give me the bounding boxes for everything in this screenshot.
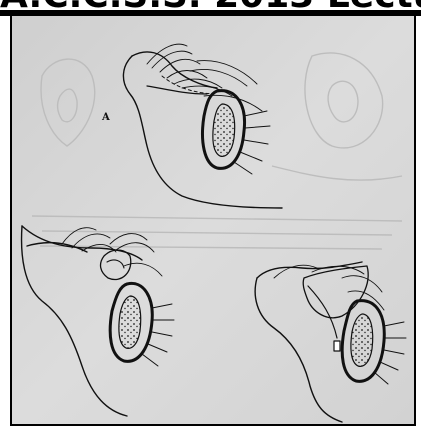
scanned-figure-border: A [10, 14, 416, 426]
panel-a-label: A [101, 112, 110, 123]
scanned-figure: A [12, 16, 414, 424]
illustration-svg: A [12, 16, 414, 424]
